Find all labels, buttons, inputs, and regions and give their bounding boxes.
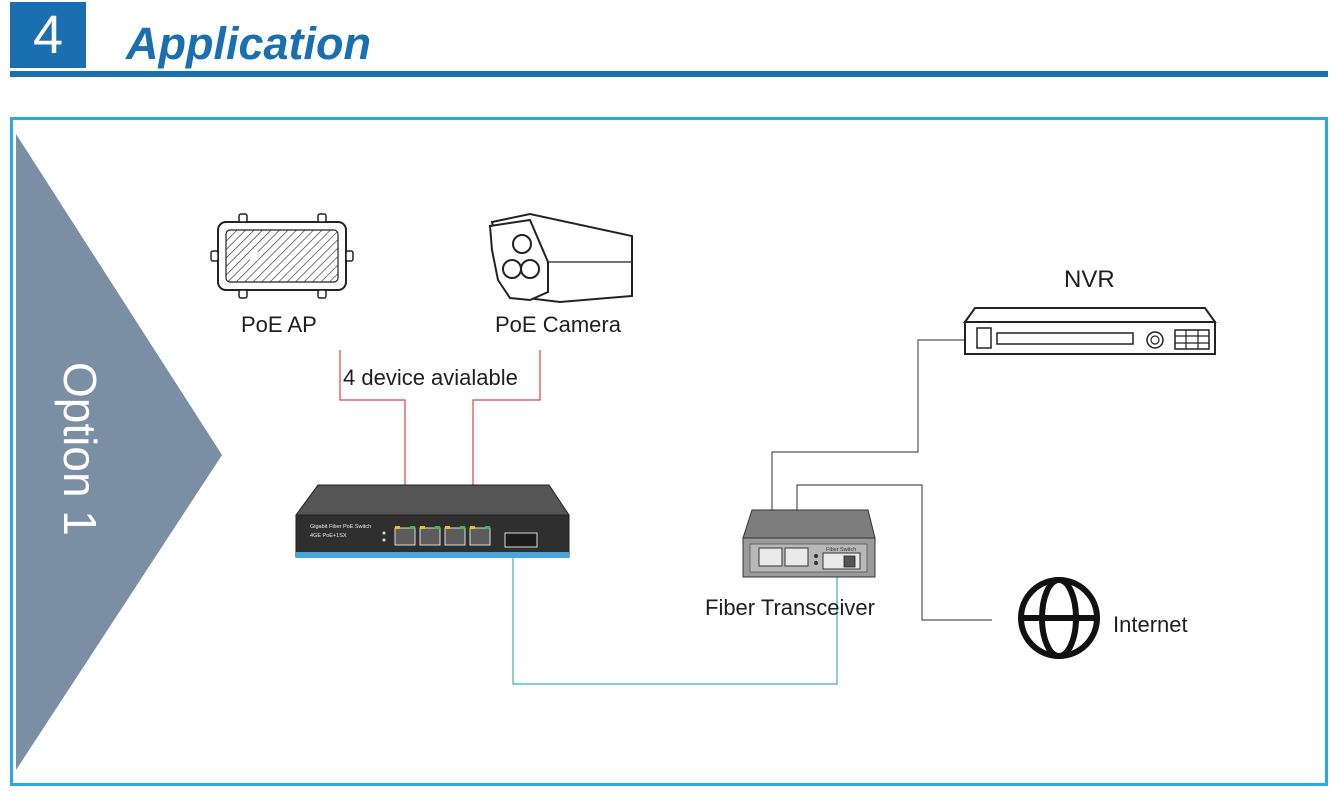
- globe-icon: [1018, 577, 1100, 659]
- bullet-camera-icon: [488, 212, 633, 304]
- fiber-link: [512, 548, 838, 685]
- poe-link-ap: [339, 350, 406, 528]
- section-number: 4: [10, 2, 86, 68]
- poe-camera-label: PoE Camera: [495, 312, 621, 337]
- poe-link-camera: [472, 350, 541, 528]
- nvr-label: NVR: [1064, 266, 1115, 293]
- device-count-note: 4 device avialable: [343, 365, 518, 390]
- section-title: Application: [126, 18, 371, 69]
- ethernet-link-nvr: [771, 339, 965, 545]
- fiber-transceiver-icon: Fiber Switch: [742, 509, 876, 578]
- option-label: Option 1: [54, 362, 106, 536]
- option-arrow: [16, 134, 222, 770]
- access-point-icon: [210, 213, 354, 299]
- ethernet-link-internet: [796, 484, 992, 621]
- title-divider: [10, 71, 1328, 77]
- switch-model-line1: Gigabit Fiber PoE Switch: [310, 524, 371, 530]
- fiber-transceiver-label: Fiber Transceiver: [705, 595, 875, 620]
- nvr-icon: [963, 307, 1217, 355]
- switch-model-line2: 4GE PoE+1SX: [310, 533, 347, 539]
- diagram-frame: [10, 117, 1328, 786]
- poe-switch-icon: Gigabit Fiber PoE Switch 4GE PoE+1SX: [295, 484, 570, 558]
- poe-ap-label: PoE AP: [241, 312, 317, 337]
- internet-label: Internet: [1113, 612, 1188, 637]
- transceiver-panel-label: Fiber Switch: [826, 547, 856, 553]
